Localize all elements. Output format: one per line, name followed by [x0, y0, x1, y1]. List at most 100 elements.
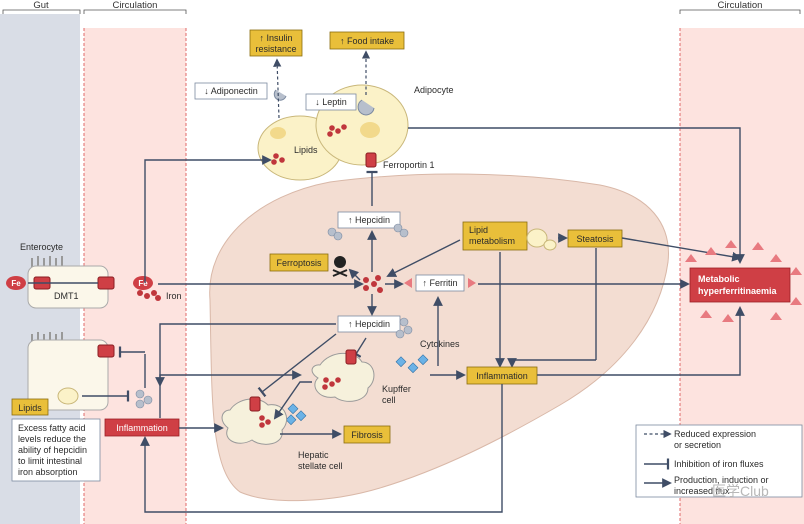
- ferroptosis-label: Ferroptosis: [276, 258, 322, 268]
- kupffer-label-line1: Kupffer: [382, 384, 411, 394]
- ferritin-shape-left: [404, 278, 412, 288]
- steatosis-label: Steatosis: [576, 234, 614, 244]
- lipids-label: Lipids: [18, 403, 42, 413]
- food-intake-box: [329, 31, 405, 50]
- cytokine-molecules: [395, 354, 429, 374]
- legend-reduced-line1: Reduced expression: [674, 429, 756, 439]
- adipocyte-nucleus-right: [360, 122, 380, 138]
- metabolic-hyperferritinaemia-box: [689, 267, 791, 303]
- note-line-1: Excess fatty acid: [18, 423, 86, 433]
- inflammation-liver-label: Inflammation: [476, 371, 528, 381]
- cytokines-label: Cytokines: [420, 339, 460, 349]
- legend-inhibition-label: Inhibition of iron fluxes: [674, 459, 764, 469]
- hepcidin-bottom-label: ↑ Hepcidin: [348, 319, 390, 329]
- circ-left-header-bracket: [83, 9, 187, 14]
- adiponectin-label: ↓ Adiponectin: [204, 86, 258, 96]
- fibrosis-label: Fibrosis: [351, 430, 383, 440]
- enterocyte-label: Enterocyte: [20, 242, 63, 252]
- legend-production-line2: increased flux: [674, 486, 730, 496]
- hepcidin-top-box: [337, 211, 401, 229]
- stellate-label-line2: stellate cell: [298, 461, 343, 471]
- ferroportin-gut-lower: [97, 344, 115, 358]
- note-line-3: ability of hepcidin: [18, 445, 87, 455]
- lipid-metabolism-box: [462, 221, 528, 251]
- adiponectin-box: [194, 82, 268, 100]
- fe-badge-right: [133, 276, 153, 290]
- legend-production-line1: Production, induction or: [674, 475, 769, 485]
- iron-cluster-stellate: [259, 415, 271, 428]
- leptin-molecule: [357, 99, 375, 116]
- hepcidin-top-molecules: [327, 223, 409, 241]
- kupffer-to-stellate-arrow: [273, 381, 312, 420]
- ferritin-shape-right: [468, 278, 476, 288]
- iron-cluster-adipocyte-right: [327, 124, 347, 137]
- hepcidin-inhibits-stellate: [257, 333, 337, 398]
- dmt1-label: DMT1: [54, 291, 79, 301]
- note-line-2: levels reduce the: [18, 434, 86, 444]
- iron-cluster-adipocyte-left: [271, 153, 285, 165]
- gut-header-bracket: [2, 9, 81, 14]
- ferroportin-stellate: [249, 396, 261, 412]
- fe-badge-left: [6, 276, 26, 290]
- note-box: [11, 418, 101, 482]
- kupffer-cell: [311, 352, 375, 402]
- adipocyte-label: Adipocyte: [414, 85, 454, 95]
- stellate-cell: [221, 398, 287, 445]
- watermark: 医学Club: [712, 483, 769, 499]
- lipid-droplet-small: [543, 239, 557, 251]
- fe-right-label: Fe: [138, 279, 148, 288]
- fe-left-label: Fe: [11, 279, 21, 288]
- inflammation-circulation-label: Inflammation: [116, 423, 168, 433]
- insulin-dashed-arrow: [273, 58, 282, 119]
- outcome-line1: Metabolic: [698, 274, 740, 284]
- circ-right-header-bracket: [679, 9, 801, 14]
- lipid-to-iron-arrow: [386, 239, 461, 277]
- circulation-right-header: Circulation: [718, 0, 763, 11]
- ferroportin-label: Ferroportin 1: [383, 160, 435, 170]
- kupffer-label-line2: cell: [382, 395, 396, 405]
- ferritin-particles-outcome: [685, 240, 802, 322]
- iron-to-adipocyte-arrow: [144, 155, 272, 283]
- lipids-box: [11, 398, 49, 416]
- outcome-line2: hyperferritinaemia: [698, 286, 778, 296]
- iron-cluster-circulation: [137, 290, 161, 301]
- adipocyte-nucleus-left: [270, 127, 286, 139]
- stellate-label-line1: Hepatic: [298, 450, 329, 460]
- lipid-droplet-large: [526, 228, 548, 248]
- hepcidin-bottom-box: [337, 315, 401, 333]
- liver-inflammation-to-circulation: [140, 384, 503, 513]
- ferritin-box: [415, 274, 465, 292]
- hepcidin-gut-molecules: [135, 389, 153, 409]
- liver-shape: [209, 173, 669, 502]
- adipocyte-lipids-label: Lipids: [294, 145, 318, 155]
- insulin-resistance-box: [249, 29, 303, 57]
- insulin-resistance-line1: ↑ Insulin: [259, 33, 292, 43]
- leptin-box: [305, 93, 357, 111]
- lipid-metabolism-line2: metabolism: [469, 236, 515, 246]
- note-line-4: to limit intestinal: [18, 456, 82, 466]
- cytokine-molecules-stellate: [285, 403, 307, 426]
- enterocyte-lower: [27, 332, 109, 411]
- skull-icon: [332, 256, 348, 277]
- ferroportin-gut: [97, 276, 115, 290]
- gut-header: Gut: [33, 0, 49, 11]
- iron-label: Iron: [166, 291, 182, 301]
- food-intake-label: ↑ Food intake: [340, 36, 394, 46]
- hepcidin-inhibits-kupffer: [350, 337, 367, 358]
- hepcidin-bottom-molecules: [395, 317, 413, 339]
- fibrosis-box: [343, 425, 391, 444]
- steatosis-to-inflammation-arrow: [507, 358, 596, 368]
- adipocyte-to-outcome-arrow: [408, 127, 745, 264]
- hepcidin-to-gut-arrow: [155, 323, 336, 387]
- hepcidin-top-label: ↑ Hepcidin: [348, 215, 390, 225]
- adiponectin-molecule: [273, 89, 287, 101]
- gut-lipid-droplet: [57, 387, 79, 405]
- liver-iron-pool: [363, 275, 383, 293]
- inflammation-to-kupffer-arrow: [159, 370, 302, 418]
- steatosis-to-outcome-arrow: [621, 237, 742, 262]
- iron-to-ferroptosis-arrow: [348, 268, 361, 281]
- note-line-5: iron absorption: [18, 467, 78, 477]
- insulin-resistance-line2: resistance: [255, 44, 296, 54]
- legend-reduced-line2: or secretion: [674, 440, 721, 450]
